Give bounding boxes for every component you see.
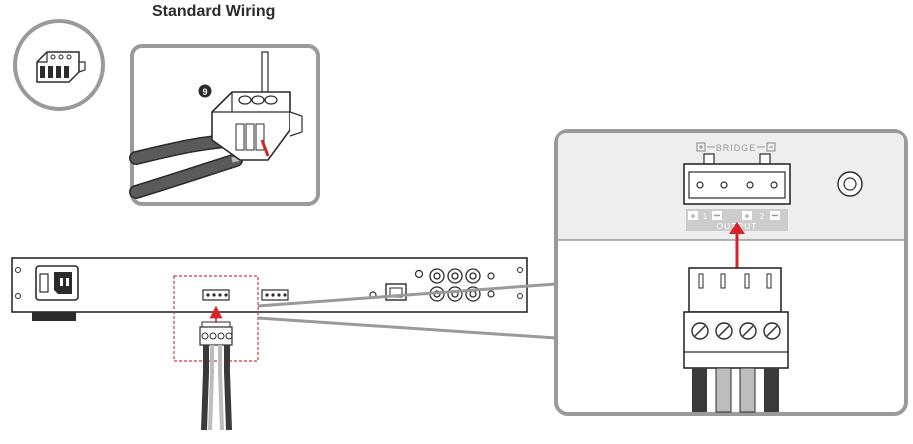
bridge-label: BRIDGE — [696, 142, 776, 153]
zoom-panel: BRIDGE + 1 + 2 — [554, 129, 908, 416]
diagram-title: Standard Wiring — [152, 3, 276, 20]
output-label: + 1 + 2 OUTPUT — [686, 209, 788, 231]
connector-icon — [13, 19, 105, 111]
chassis-output-connector — [202, 289, 230, 301]
channel-1-label: 1 — [703, 212, 708, 221]
bridge-text: BRIDGE — [716, 143, 757, 153]
svg-text:+: + — [744, 211, 749, 221]
chassis-output-connector-2 — [261, 289, 289, 301]
callout-number: 9 — [202, 87, 207, 97]
wiring-inset: 9 — [129, 44, 320, 206]
svg-text:+: + — [690, 211, 695, 221]
power-inlet-icon — [35, 265, 79, 301]
binding-post-icon — [837, 171, 863, 197]
speaker-plug — [683, 267, 789, 413]
amplifier-rear-panel — [11, 257, 528, 321]
output-socket — [683, 153, 791, 205]
channel-2-label: 2 — [760, 212, 765, 221]
chassis-plug — [199, 305, 233, 431]
